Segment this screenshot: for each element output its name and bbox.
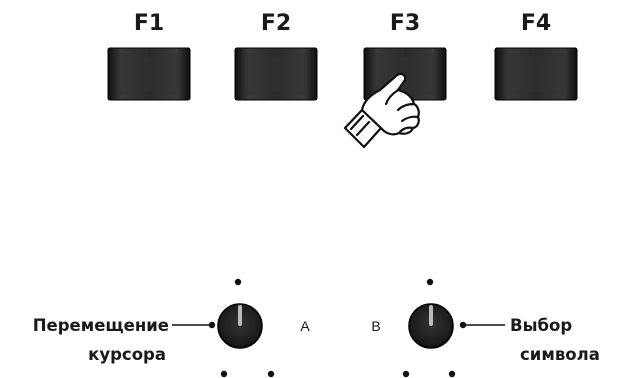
knob-b[interactable]: [408, 303, 454, 349]
function-key-f1[interactable]: F1: [107, 11, 191, 101]
pointing-hand-icon: [343, 72, 420, 149]
function-key-f2-highlight: [247, 52, 305, 96]
knob-b-tick-bottom-left: [402, 370, 410, 378]
function-key-f4-highlight: [507, 52, 565, 96]
knob-a-tick-left: [208, 321, 216, 329]
function-key-f3-label: F3: [390, 11, 420, 36]
knob-b-tick-right: [459, 321, 467, 329]
knob-a-tick-bottom-right: [267, 370, 275, 378]
function-keys-row: F1 F2 F3 F4: [107, 11, 578, 101]
function-key-f2-label: F2: [261, 11, 291, 36]
function-key-f1-label: F1: [134, 11, 164, 36]
knob-b-callout-line2: символа: [520, 345, 600, 364]
function-key-f1-highlight: [120, 52, 178, 96]
function-key-f4[interactable]: F4: [494, 11, 578, 101]
knob-a-tick-bottom-left: [220, 370, 228, 378]
knob-a[interactable]: [217, 303, 263, 349]
knob-b-tick-top: [426, 278, 434, 286]
knob-a-letter: A: [300, 318, 310, 334]
knob-b-letter: B: [371, 318, 380, 334]
knob-b-tick-bottom-right: [448, 370, 456, 378]
knob-a-tick-top: [234, 278, 242, 286]
function-key-f4-label: F4: [521, 11, 551, 36]
knob-a-callout-line1: Перемещение: [33, 316, 169, 335]
function-key-f2[interactable]: F2: [234, 11, 318, 101]
function-key-f3[interactable]: F3: [363, 11, 447, 101]
knob-b-group: B Выбор символа: [371, 278, 600, 378]
knob-b-callout-line1: Выбор: [510, 316, 572, 335]
knob-a-group: A Перемещение курсора: [33, 278, 310, 378]
knob-a-callout-line2: курсора: [88, 345, 166, 364]
